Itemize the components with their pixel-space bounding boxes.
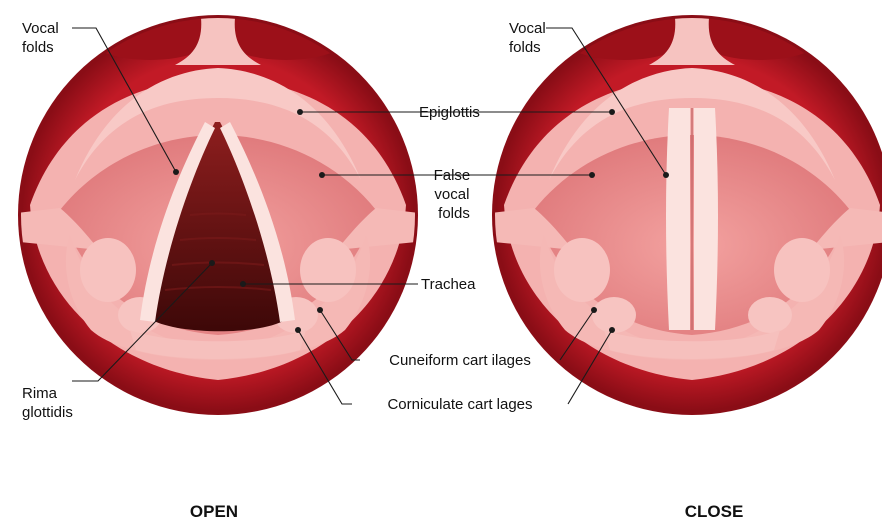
label-epiglottis: Epiglottis: [419, 104, 480, 121]
caption-close: CLOSE: [685, 502, 744, 521]
label-cuneiform-cartilages: Cuneiform cart ilages: [389, 352, 531, 369]
label-corniculate-cartilages: Corniculate cart lages: [387, 396, 532, 413]
label-vocal-folds-left: Vocal folds: [22, 20, 63, 56]
label-rima-glottidis: Rima glottidis: [22, 385, 73, 421]
label-vocal-folds-right: Vocal folds: [509, 20, 550, 56]
open-larynx-illustration: [0, 0, 436, 415]
caption-open: OPEN: [190, 502, 238, 521]
label-false-vocal-folds: False vocal folds: [434, 167, 475, 222]
label-trachea: Trachea: [421, 276, 476, 293]
closed-larynx-illustration: [474, 0, 882, 415]
